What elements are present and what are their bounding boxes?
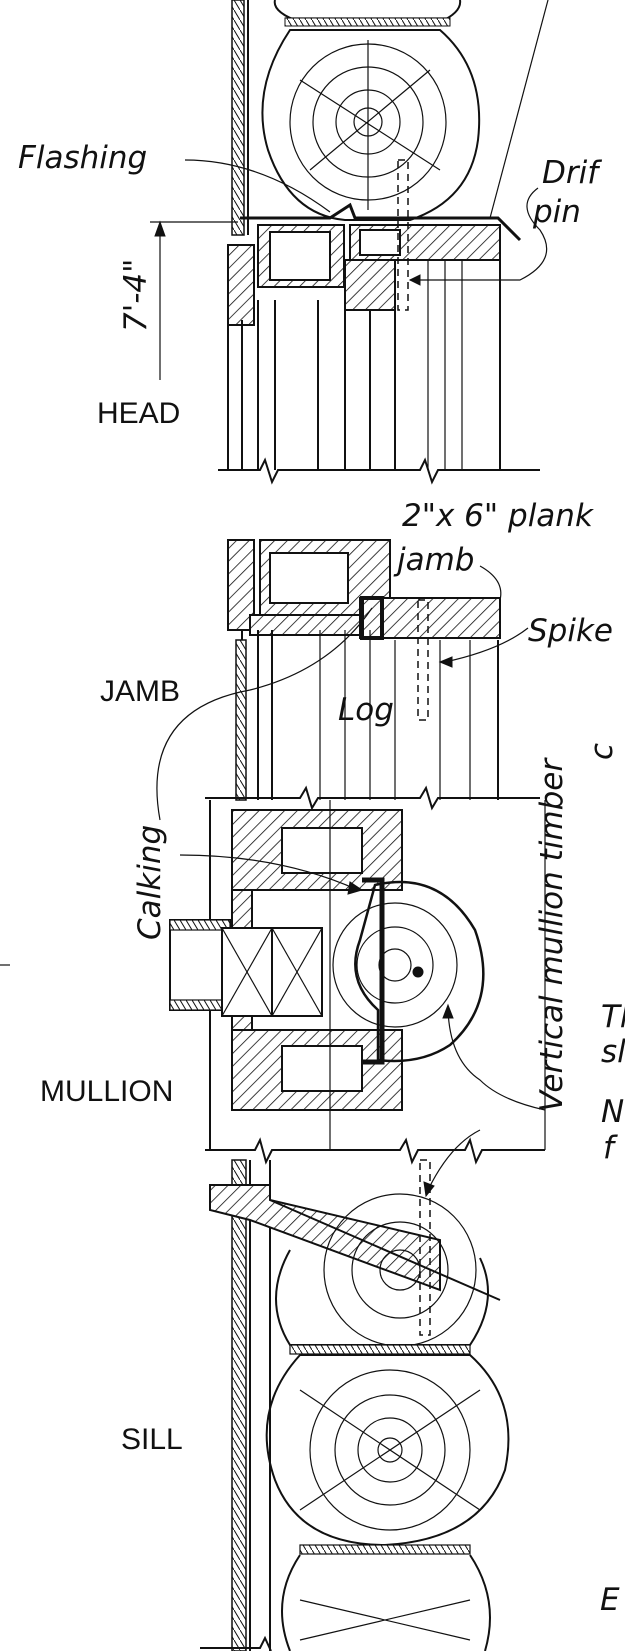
- spike-label: Spike: [528, 613, 613, 649]
- dimension-label: 7'-4": [118, 259, 154, 332]
- drift-pin-label-line2: pin: [532, 194, 581, 230]
- drift-pin-leader: [410, 187, 548, 281]
- calking-leader: [156, 607, 373, 821]
- log-label: Log: [338, 692, 394, 728]
- edge-fragment-5: f: [603, 1130, 618, 1166]
- jamb-section: [205, 539, 540, 811]
- calking-label: Calking: [132, 825, 168, 940]
- sill-label: SILL: [121, 1423, 183, 1456]
- wall-sheathing: [231, 0, 271, 1651]
- flashing-label: Flashing: [18, 140, 147, 176]
- edge-fragment-1: c: [584, 743, 620, 760]
- vertical-mullion-leader: [447, 1009, 546, 1111]
- spike-leader: [444, 627, 529, 663]
- jamb-label: JAMB: [100, 675, 180, 708]
- mullion-label: MULLION: [40, 1075, 173, 1108]
- calking-arrow: [179, 854, 359, 891]
- plank-jamb-label-line2: jamb: [393, 542, 475, 578]
- sill-log-lower: [265, 1354, 510, 1547]
- edge-fragment-6: E: [600, 1582, 620, 1618]
- head-label: HEAD: [97, 397, 180, 430]
- sill-section: [200, 1159, 510, 1651]
- plank-jamb-label-line1: 2"x 6" plank: [402, 498, 594, 534]
- flashing-leader: [184, 159, 331, 213]
- vertical-mullion-timber-label: Vertical mullion timber: [534, 757, 570, 1112]
- mullion-section: [169, 800, 546, 1165]
- mullion-half-log: [332, 877, 485, 1065]
- edge-fragment-2: Th: [601, 999, 625, 1035]
- edge-fragment-4: N: [601, 1094, 624, 1130]
- edge-fragment-3: sl: [601, 1034, 625, 1070]
- plank-jamb-leader: [479, 565, 502, 601]
- drift-pin-label-line1: Drif: [542, 155, 602, 191]
- head-section: [218, 0, 540, 485]
- head-log: [261, 29, 481, 221]
